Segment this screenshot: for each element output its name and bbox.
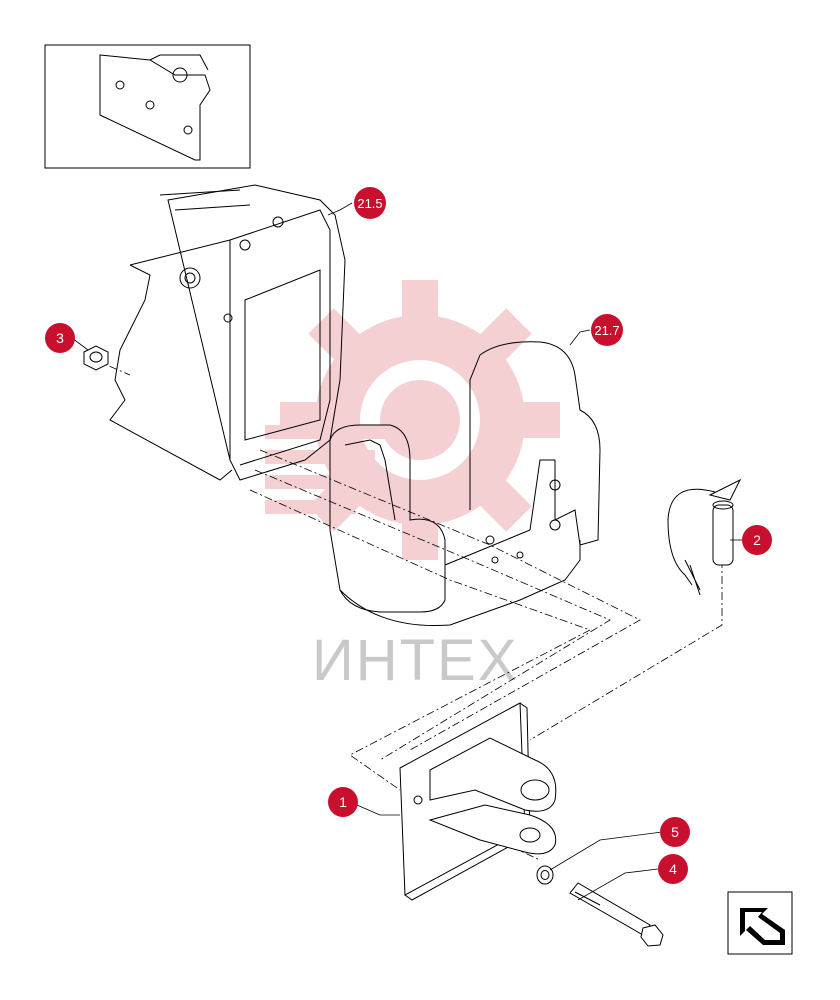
watermark-gear-logo — [265, 280, 560, 560]
callout-3-label: 3 — [56, 330, 64, 346]
tractor-front-frame — [109, 184, 346, 481]
locking-pin-part-2 — [667, 478, 742, 596]
ref-callout-21-5[interactable]: 21.5 — [354, 187, 386, 219]
ref-21-7-label: 21.7 — [594, 323, 619, 338]
callout-5-label: 5 — [671, 824, 679, 840]
callout-2-label: 2 — [753, 532, 761, 548]
next-page-arrow-icon[interactable] — [727, 891, 793, 955]
ref-callout-21-7[interactable]: 21.7 — [591, 314, 623, 346]
callout-1-label: 1 — [339, 794, 347, 810]
ref-21-5-label: 21.5 — [357, 196, 382, 211]
callout-5[interactable]: 5 — [660, 817, 690, 847]
front-weight-bracket — [329, 341, 601, 627]
callout-4-label: 4 — [669, 861, 677, 877]
nut-part-3 — [83, 345, 109, 371]
inset-detail-box — [44, 44, 251, 169]
callout-4[interactable]: 4 — [658, 854, 688, 884]
hitch-plate-part-1 — [399, 702, 557, 901]
washer-part-5 — [536, 865, 554, 885]
watermark-text: ИНТЕХ — [312, 628, 518, 693]
bolt-part-4 — [569, 882, 664, 947]
callout-3[interactable]: 3 — [45, 323, 75, 353]
callout-1[interactable]: 1 — [328, 787, 358, 817]
callout-2[interactable]: 2 — [742, 525, 772, 555]
